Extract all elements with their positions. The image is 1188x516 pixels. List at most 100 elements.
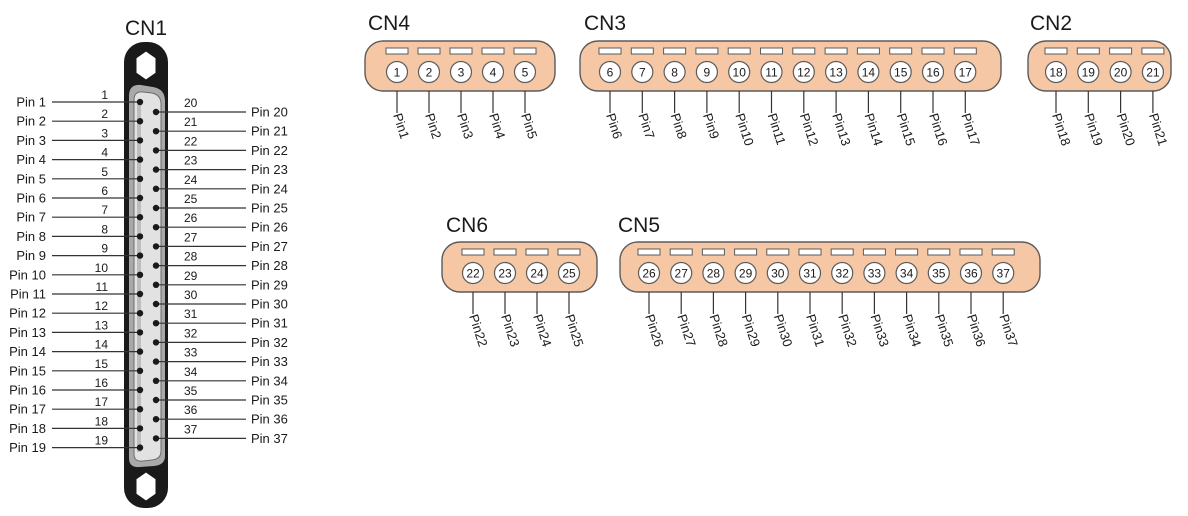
pin-label: Pin 36	[251, 412, 288, 427]
pin-number: 24	[530, 267, 544, 281]
pin-number: 8	[671, 66, 678, 80]
pin-number: 28	[184, 250, 198, 264]
pin-number: 14	[95, 338, 109, 352]
pin-label: Pin35	[932, 312, 957, 348]
pin-number: 22	[184, 134, 198, 148]
pin-label: Pin 27	[251, 239, 288, 254]
pin-label: Pin 29	[251, 277, 288, 292]
pin-label: Pin11	[765, 111, 789, 146]
pin-label: Pin 6	[16, 191, 46, 206]
circle-socket-icon	[895, 261, 918, 285]
pin-label: Pin14	[862, 111, 887, 147]
pin-label: Pin25	[562, 312, 587, 348]
pin-number: 21	[184, 115, 198, 129]
rectangle-slot-icon	[669, 248, 693, 256]
rectangle-slot-icon	[921, 47, 945, 55]
dot-icon	[136, 156, 144, 163]
pin-number: 4	[101, 146, 108, 160]
pin-label: Pin 13	[9, 325, 46, 340]
circle-socket-icon	[798, 261, 822, 285]
circle-socket-icon	[1141, 60, 1165, 84]
rectangle-slot-icon	[991, 248, 1015, 256]
pin-number: 37	[997, 267, 1011, 281]
dot-icon	[136, 175, 144, 182]
cn1-title: CN1	[125, 17, 167, 40]
pin-number: 15	[95, 357, 109, 371]
pin-label: Pin23	[498, 312, 523, 348]
dot-icon	[152, 416, 160, 423]
rectangle-slot-icon	[695, 47, 719, 55]
pin-number: 12	[797, 66, 811, 80]
dot-icon	[152, 320, 160, 327]
rectangle-slot-icon	[766, 248, 790, 256]
pin-label: Pin10	[732, 111, 757, 147]
pin-number: 2	[426, 66, 433, 80]
pin-label: Pin26	[642, 312, 667, 348]
pin-label: Pin 1	[16, 95, 46, 110]
rectangle-slot-icon	[513, 47, 537, 55]
circle-socket-icon	[863, 261, 886, 285]
dot-icon	[136, 214, 144, 221]
pin-number: 8	[101, 222, 108, 236]
pin-number: 17	[95, 395, 109, 409]
pin-label: Pin18	[1049, 111, 1074, 147]
circle-socket-icon	[631, 60, 654, 84]
pin-number: 34	[184, 365, 198, 379]
pin-number: 28	[707, 267, 721, 281]
dot-icon	[152, 435, 160, 442]
circle-socket-icon	[954, 60, 977, 84]
dot-icon	[152, 224, 160, 231]
pin-number: 13	[95, 318, 109, 332]
pin-label: Pin 12	[9, 306, 46, 321]
pin-number: 32	[184, 326, 198, 340]
pin-number: 35	[184, 384, 198, 398]
pin-number: 11	[96, 280, 109, 294]
pin-label: Pin4	[486, 111, 508, 140]
pin-number: 32	[836, 267, 850, 281]
pin-label: Pin16	[926, 111, 951, 147]
circle-socket-icon	[493, 261, 517, 285]
circle-socket-icon	[670, 261, 693, 285]
hexagon-nut-icon	[135, 50, 157, 81]
dot-icon	[152, 147, 160, 154]
pin-number: 12	[95, 299, 109, 313]
pin-number: 10	[733, 66, 747, 80]
pin-number: 30	[184, 288, 198, 302]
pin-label: Pin2	[422, 111, 444, 140]
pin-label: Pin13	[829, 111, 854, 147]
rectangle-slot-icon	[856, 47, 880, 55]
pin-number: 23	[184, 154, 198, 168]
pin-number: 31	[803, 267, 817, 281]
dot-icon	[136, 386, 144, 394]
dot-icon	[136, 310, 144, 317]
pin-label: Pin 2	[16, 114, 46, 129]
rectangle-slot-icon	[862, 248, 886, 256]
dot-icon	[152, 185, 160, 192]
circle-socket-icon	[513, 60, 537, 84]
rectangle-slot-icon	[927, 248, 951, 256]
dot-icon	[136, 367, 144, 374]
rectangle-slot-icon	[953, 47, 977, 55]
rectangle-slot-icon	[959, 248, 983, 256]
pin-number: 31	[184, 307, 198, 321]
pin-number: 36	[184, 403, 198, 417]
pin-number: 7	[101, 203, 108, 217]
circle-socket-icon	[695, 60, 719, 84]
pin-label: Pin37	[996, 312, 1021, 348]
